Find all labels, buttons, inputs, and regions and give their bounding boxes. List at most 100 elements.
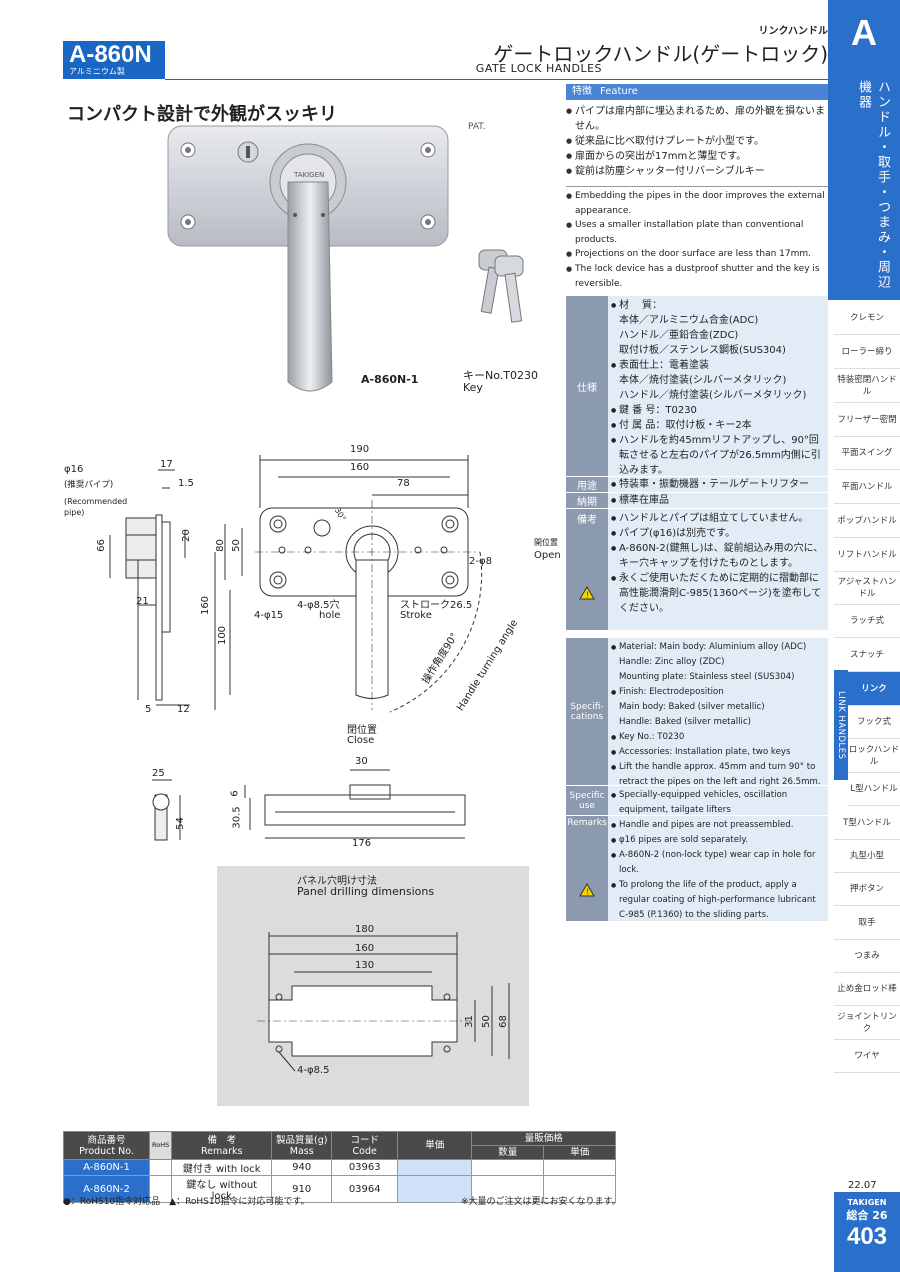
spec-line: Finish: Electrodeposition <box>611 685 825 700</box>
sidebar-item[interactable]: 止め金ロッド棒 <box>834 973 900 1006</box>
model-number: A-860N <box>69 41 152 68</box>
spec-line: Accessories: Installation plate, two key… <box>611 745 825 760</box>
use-row-en: Specific use Specially-equipped vehicles… <box>566 786 828 816</box>
use-text: 特装車・振動機器・テールゲートリフター <box>611 477 825 492</box>
panel-dim-50: 50 <box>480 1015 492 1028</box>
list-item: 永くご使用いただくために定期的に摺動部に高性能潤滑剤C-985(1360ページ)… <box>611 571 825 616</box>
sidebar-item[interactable]: アジャストハンドル <box>834 572 900 605</box>
list-item: φ16 pipes are sold separately. <box>611 833 825 848</box>
list-item: パイプ(φ16)は別売です。 <box>611 526 825 541</box>
dim-160-vertical: 160 <box>200 595 212 616</box>
spec-line: Lift the handle approx. 45mm and turn 90… <box>611 760 825 790</box>
dim-17: 17 <box>160 459 173 470</box>
sidebar-item[interactable]: ジョイントリンク <box>834 1006 900 1040</box>
panel-dim-68: 68 <box>497 1015 509 1028</box>
spec-line: Handle: Baked (silver metallic) <box>619 717 752 727</box>
th-product-ja: 商品番号 <box>87 1134 126 1146</box>
sidebar-item[interactable]: ポップハンドル <box>834 504 900 538</box>
catalog-date: 22.07 <box>848 1180 877 1191</box>
panel-title-ja: パネル穴明け寸法 <box>297 876 377 887</box>
th-remarks-en: Remarks <box>200 1145 243 1157</box>
list-item: 扉面からの突出が17mmと薄型です。 <box>566 149 828 164</box>
dim-6: 6 <box>229 790 241 797</box>
sidebar-item[interactable]: 特装密閉ハンドル <box>834 369 900 403</box>
sidebar-item[interactable]: 平面スイング <box>834 437 900 470</box>
sidebar-item[interactable]: 平面ハンドル <box>834 470 900 504</box>
sidebar-item[interactable]: 押ボタン <box>834 873 900 906</box>
list-item: To prolong the life of the product, appl… <box>611 878 825 923</box>
use-label: 用途 <box>566 477 608 493</box>
dim-30: 30 <box>355 756 368 767</box>
dim-160: 160 <box>350 462 370 473</box>
dim-54: 54 <box>174 817 186 830</box>
close-position-ja: 閉位置 <box>347 725 377 736</box>
sidebar-item[interactable]: つまみ <box>834 940 900 973</box>
sidebar-item[interactable]: フック式 <box>848 706 900 739</box>
list-item: ハンドルとパイプは組立てしていません。 <box>611 511 825 526</box>
feature-list-ja: パイプは扉内部に埋込まれるため、扉の外観を損ないません。 従来品に比べ取付けプレ… <box>566 104 828 179</box>
th-remarks-ja: 備 考 <box>207 1134 236 1146</box>
table-row: A-860N-2 鍵なし without lock 910 03964 <box>63 1175 617 1203</box>
th-volume-price: 量販価格 <box>471 1131 617 1146</box>
key-number-label: キーNo.T0230 <box>463 369 538 382</box>
link-handles-tab: LINK HANDLES <box>834 670 848 780</box>
remarks-cell: 鍵なし without lock <box>171 1175 273 1203</box>
spec-line: 本体／アルミニウム合金(ADC) <box>619 315 759 326</box>
spec-block-en: Specifi-cations Material: Main body: Alu… <box>566 638 828 787</box>
dim-190: 190 <box>350 444 370 455</box>
sidebar-item[interactable]: スナッチ <box>834 638 900 672</box>
section-header: A ハンドル・取手・つまみ・周辺機器 <box>828 0 900 300</box>
sidebar-item[interactable]: 取手 <box>834 906 900 940</box>
sidebar-item[interactable]: クレモン <box>834 302 900 335</box>
sidebar-item[interactable]: リフトハンドル <box>834 538 900 572</box>
pipe-note-ja: (推奨パイプ) <box>64 480 114 490</box>
th-mass-ja: 製品質量(g) <box>275 1134 328 1146</box>
pipe-diameter: φ16 <box>64 464 84 475</box>
section-title: ハンドル・取手・つまみ・周辺機器 <box>856 80 890 290</box>
dim-12: 12 <box>177 704 190 715</box>
spec-label-en: Specifi-cations <box>566 638 608 786</box>
patent-mark: PAT. <box>468 122 486 132</box>
th-code-ja: コード <box>350 1134 379 1146</box>
panel-dim-160: 160 <box>355 943 375 954</box>
panel-dim-180: 180 <box>355 924 375 935</box>
catchphrase: コンパクト設計で外観がスッキリ <box>67 104 337 125</box>
mass-cell: 940 <box>271 1159 333 1176</box>
unit-price-cell <box>397 1159 473 1176</box>
title-rule <box>165 79 828 80</box>
remarks-label: 備考 <box>577 515 597 526</box>
photo-product-label: A-860N-1 <box>361 373 419 386</box>
remarks-row-en: Remarks ! Handle and pipes are not preas… <box>566 816 828 922</box>
list-item: The lock device has a dustproof shutter … <box>566 262 828 291</box>
sidebar-item[interactable]: ワイヤ <box>834 1040 900 1073</box>
sidebar-item[interactable]: ラッチ式 <box>834 605 900 638</box>
th-mass-en: Mass <box>289 1145 314 1157</box>
th-rohs: RoHS <box>148 1131 173 1160</box>
hole-label-ja: 4-φ8.5穴 <box>297 600 340 611</box>
spec-line: 取付け板／ステンレス鋼板(SUS304) <box>619 345 786 356</box>
use-text-en: Specially-equipped vehicles, oscillation… <box>611 788 825 818</box>
spec-line: Key No.: T0230 <box>611 730 825 745</box>
delivery-text: 標準在庫品 <box>611 493 825 508</box>
mass-cell: 910 <box>271 1175 333 1203</box>
sidebar-item[interactable]: リンク <box>848 672 900 706</box>
open-position-en: Open <box>534 550 561 561</box>
dim-21: 21 <box>136 596 149 607</box>
unit-price-cell <box>397 1175 473 1203</box>
sidebar-item[interactable]: フリーザー密閉 <box>834 403 900 437</box>
spec-lines-ja: 材 質：本体／アルミニウム合金(ADC)ハンドル／亜鉛合金(ZDC)取付け板／ス… <box>608 296 828 477</box>
sidebar-item[interactable]: 丸型小型 <box>834 840 900 873</box>
counterbore-label: 4-φ15 <box>254 610 284 621</box>
page-title: ゲートロックハンドル(ゲートロック) <box>493 42 828 66</box>
key-label-en: Key <box>463 381 483 394</box>
delivery-row-ja: 納期 標準在庫品 <box>566 493 828 509</box>
spec-line: ハンドルを約45mmリフトアップし、90°回転させると左右のパイプが26.5mm… <box>611 433 825 478</box>
use-label-en: Specific use <box>566 786 608 816</box>
panel-dim-31: 31 <box>463 1015 475 1028</box>
list-item: Projections on the door surface are less… <box>566 247 828 262</box>
spec-block-ja: 仕様 材 質：本体／アルミニウム合金(ADC)ハンドル／亜鉛合金(ZDC)取付け… <box>566 296 828 477</box>
sidebar-item[interactable]: L型ハンドル <box>848 773 900 806</box>
sidebar-item[interactable]: T型ハンドル <box>834 806 900 840</box>
sidebar-item[interactable]: ロックハンドル <box>848 739 900 773</box>
sidebar-item[interactable]: ローラー締り <box>834 335 900 369</box>
